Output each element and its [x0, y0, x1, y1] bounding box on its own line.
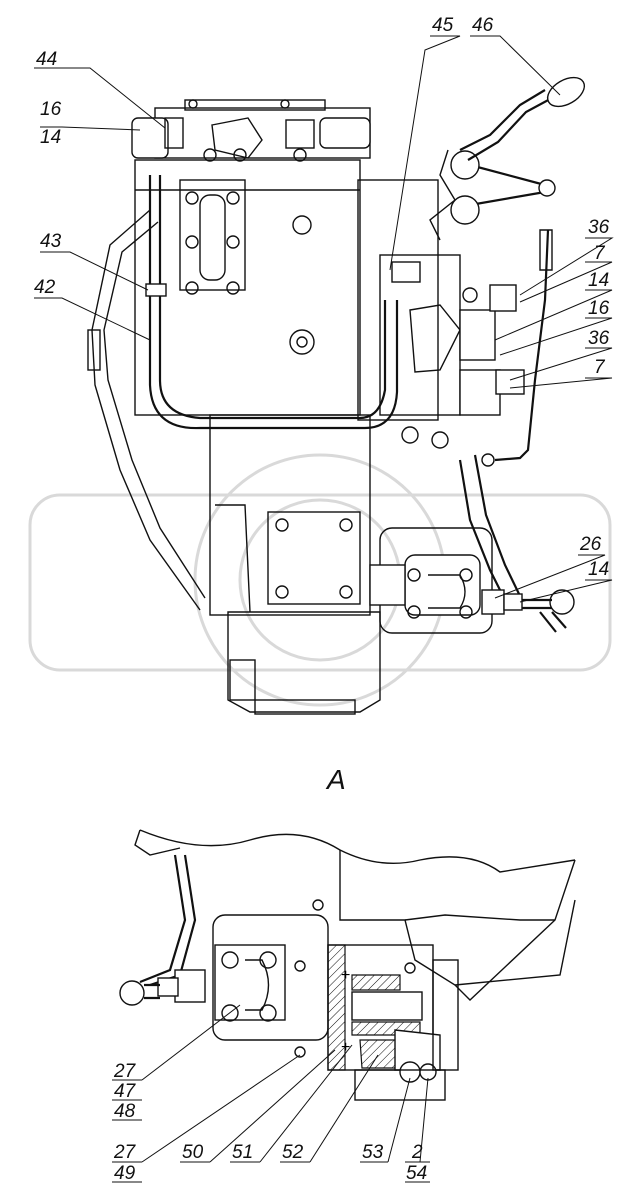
callout-14-top: 14	[40, 127, 62, 148]
callout-50: 50	[182, 1142, 204, 1163]
upper-leader-lines	[34, 35, 614, 603]
callout-36-top: 36	[588, 217, 610, 238]
upper-assembly-view	[87, 76, 586, 715]
callout-16-right: 16	[588, 298, 610, 319]
callout-43: 43	[40, 231, 62, 252]
callout-46: 46	[472, 15, 494, 36]
svg-text:+: +	[341, 967, 350, 984]
callout-14-pipe: 14	[588, 559, 610, 580]
callout-52: 52	[282, 1142, 304, 1163]
callout-27-a: 27	[114, 1061, 136, 1082]
callout-36-bottom: 36	[588, 328, 610, 349]
callout-44: 44	[36, 49, 58, 70]
watermark	[28, 453, 612, 707]
callout-51: 51	[232, 1142, 254, 1163]
callout-16-top: 16	[40, 99, 62, 120]
svg-text:+: +	[341, 1039, 350, 1056]
callout-26: 26	[580, 534, 602, 555]
lower-leader-lines	[112, 1004, 430, 1183]
callout-54: 54	[406, 1163, 428, 1184]
callout-14-right: 14	[588, 270, 610, 291]
callout-48: 48	[114, 1101, 136, 1122]
view-a-title: A	[327, 764, 346, 795]
callout-49: 49	[114, 1163, 136, 1184]
callout-7-bottom: 7	[594, 357, 605, 378]
callout-53: 53	[362, 1142, 384, 1163]
callout-47: 47	[114, 1081, 136, 1102]
callout-45: 45	[432, 15, 454, 36]
callout-27-b: 27	[114, 1142, 136, 1163]
view-a-section: + +	[119, 829, 576, 1101]
callout-42: 42	[34, 277, 56, 298]
callout-2: 2	[412, 1142, 423, 1163]
callout-7-top: 7	[594, 243, 605, 264]
